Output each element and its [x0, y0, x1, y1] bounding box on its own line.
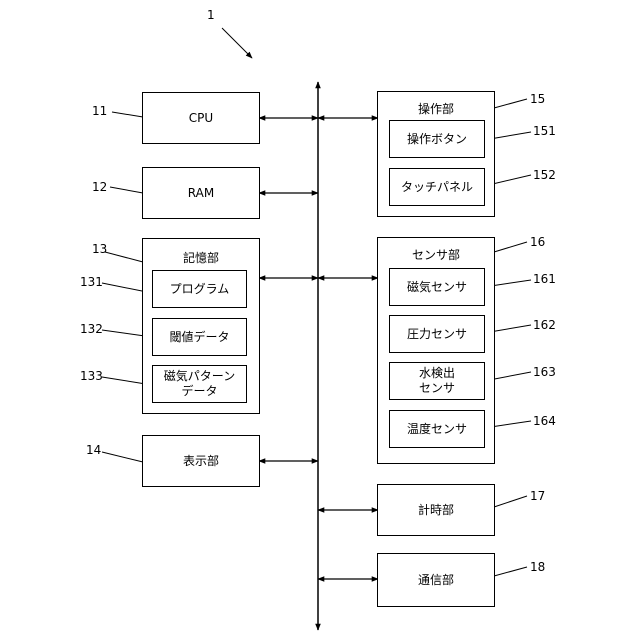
cpu-label: CPU	[189, 111, 213, 126]
magnetic-sensor-label: 磁気センサ	[407, 280, 467, 295]
ram-ref: 12	[92, 180, 107, 194]
sensor-ref: 16	[530, 235, 545, 249]
cpu-block: CPU	[142, 92, 260, 144]
water-detection-sensor-label: 水検出 センサ	[419, 366, 455, 396]
comm-label: 通信部	[418, 573, 454, 588]
storage-label: 記憶部	[143, 251, 259, 265]
ram-block: RAM	[142, 167, 260, 219]
operation-ref: 15	[530, 92, 545, 106]
magnetic-sensor-block: 磁気センサ	[389, 268, 485, 306]
touch-panel-block: タッチパネル	[389, 168, 485, 206]
display-ref: 14	[86, 443, 101, 457]
touch-panel-ref: 152	[533, 168, 556, 182]
clock-label: 計時部	[418, 503, 454, 518]
program-label: プログラム	[170, 282, 230, 297]
comm-block: 通信部	[377, 553, 495, 607]
operation-block: 操作部 操作ボタン タッチパネル	[377, 91, 495, 217]
display-block: 表示部	[142, 435, 260, 487]
threshold-data-block: 閾値データ	[152, 318, 247, 356]
magnetic-pattern-data-label: 磁気パターン データ	[164, 369, 235, 399]
touch-panel-label: タッチパネル	[401, 180, 473, 195]
display-label: 表示部	[183, 454, 219, 469]
storage-ref: 13	[92, 242, 107, 256]
operation-button-ref: 151	[533, 124, 556, 138]
threshold-data-label: 閾値データ	[169, 330, 229, 345]
comm-ref: 18	[530, 560, 545, 574]
operation-button-label: 操作ボタン	[407, 132, 467, 147]
water-detection-sensor-ref: 163	[533, 365, 556, 379]
temperature-sensor-block: 温度センサ	[389, 410, 485, 448]
sensor-block: センサ部 磁気センサ 圧力センサ 水検出 センサ 温度センサ	[377, 237, 495, 464]
figure-number: 1	[207, 8, 215, 22]
pressure-sensor-block: 圧力センサ	[389, 315, 485, 353]
clock-block: 計時部	[377, 484, 495, 536]
clock-ref: 17	[530, 489, 545, 503]
pressure-sensor-label: 圧力センサ	[407, 327, 467, 342]
temperature-sensor-label: 温度センサ	[407, 422, 467, 437]
operation-label: 操作部	[378, 102, 494, 116]
program-block: プログラム	[152, 270, 247, 308]
temperature-sensor-ref: 164	[533, 414, 556, 428]
storage-block: 記憶部 プログラム 閾値データ 磁気パターン データ	[142, 238, 260, 414]
water-detection-sensor-block: 水検出 センサ	[389, 362, 485, 400]
sensor-label: センサ部	[378, 248, 494, 262]
magnetic-sensor-ref: 161	[533, 272, 556, 286]
program-ref: 131	[80, 275, 103, 289]
pressure-sensor-ref: 162	[533, 318, 556, 332]
ram-label: RAM	[188, 186, 214, 201]
figure-pointer-arrow	[222, 28, 252, 58]
magnetic-pattern-data-ref: 133	[80, 369, 103, 383]
operation-button-block: 操作ボタン	[389, 120, 485, 158]
threshold-data-ref: 132	[80, 322, 103, 336]
magnetic-pattern-data-block: 磁気パターン データ	[152, 365, 247, 403]
cpu-ref: 11	[92, 104, 107, 118]
